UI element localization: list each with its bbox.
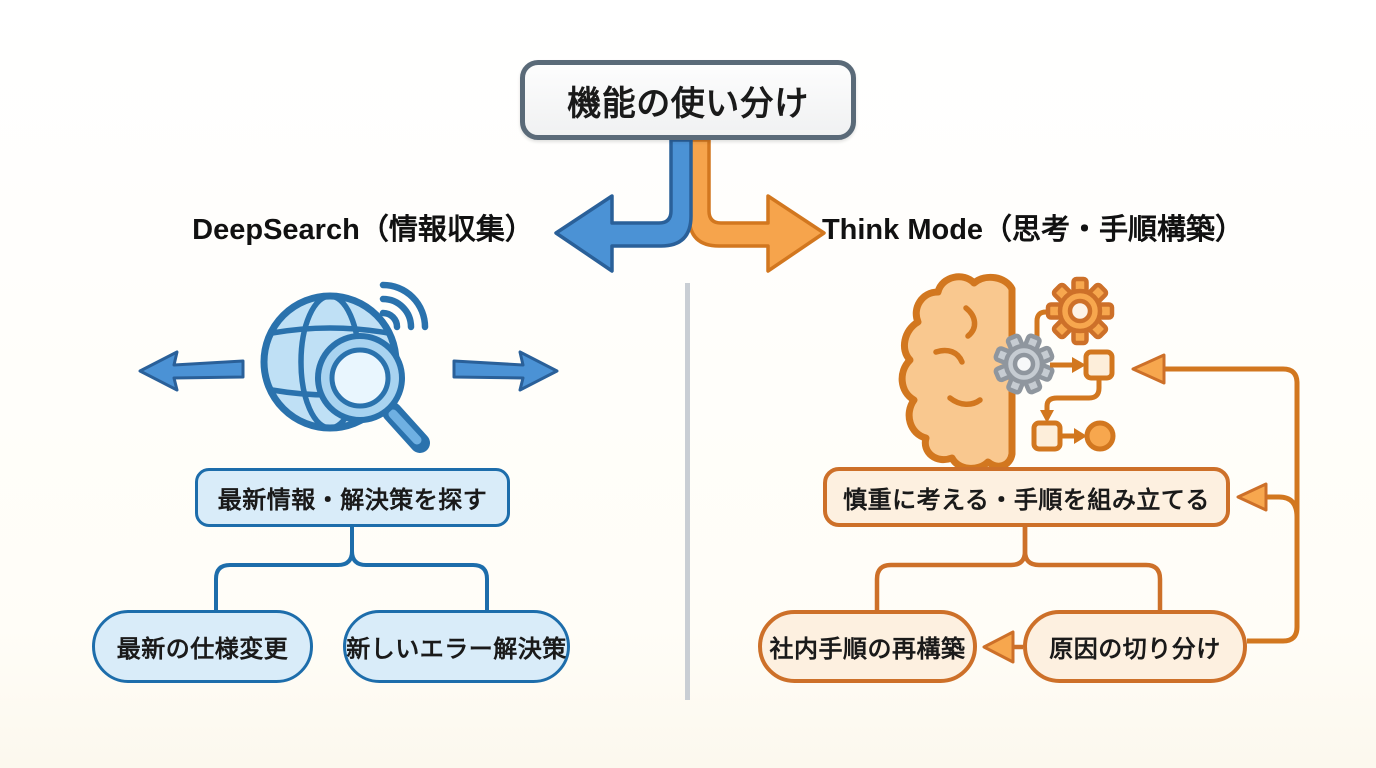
- magnifier-icon: [315, 333, 430, 453]
- left-child-box-2: 新しいエラー解決策: [343, 610, 570, 683]
- right-child-text-2: 原因の切り分け: [1049, 636, 1221, 663]
- feedback-arrowhead-top-icon: [1131, 353, 1166, 385]
- spread-arrow-left-icon: [138, 350, 245, 392]
- left-child-text-2: 新しいエラー解決策: [346, 636, 567, 663]
- gear-orange-icon: [1045, 276, 1115, 346]
- gear-gray-icon: [993, 333, 1055, 395]
- right-child-box-2: 原因の切り分け: [1023, 610, 1247, 683]
- feedback-loop-connector: [1131, 353, 1300, 644]
- right-child-box-1: 社内手順の再構築: [758, 610, 977, 683]
- right-tree-connectors: [874, 527, 1163, 611]
- left-action-text: 最新情報・解決策を探す: [217, 487, 488, 514]
- right-action-box: 慎重に考える・手順を組み立てる: [823, 467, 1230, 527]
- spread-arrow-right-icon: [452, 350, 559, 392]
- left-action-box: 最新情報・解決策を探す: [195, 468, 510, 527]
- right-action-text: 慎重に考える・手順を組み立てる: [843, 486, 1210, 514]
- heading-think-mode: Think Mode（思考・手順構築）: [821, 214, 1245, 246]
- right-child-text-1: 社内手順の再構築: [769, 636, 966, 663]
- left-child-box-1: 最新の仕様変更: [92, 610, 313, 683]
- cause-to-rebuild-arrow-icon: [982, 630, 1023, 664]
- flowchart-nodes-icon: [1031, 349, 1116, 452]
- left-child-text-1: 最新の仕様変更: [116, 636, 289, 663]
- heading-deepsearch: DeepSearch（情報収集）: [192, 214, 534, 246]
- left-tree-connectors: [214, 527, 489, 611]
- split-arrow-right-icon: [687, 138, 826, 273]
- wifi-signal-icon: [379, 281, 429, 331]
- split-arrow-left-icon: [554, 138, 693, 273]
- brain-gears-flowchart-icon: [898, 273, 1116, 472]
- feedback-arrowhead-box-icon: [1236, 482, 1268, 512]
- globe-search-wifi-icon: [138, 281, 559, 453]
- title-text: 機能の使い分け: [567, 84, 809, 123]
- title-box: 機能の使い分け: [520, 60, 856, 140]
